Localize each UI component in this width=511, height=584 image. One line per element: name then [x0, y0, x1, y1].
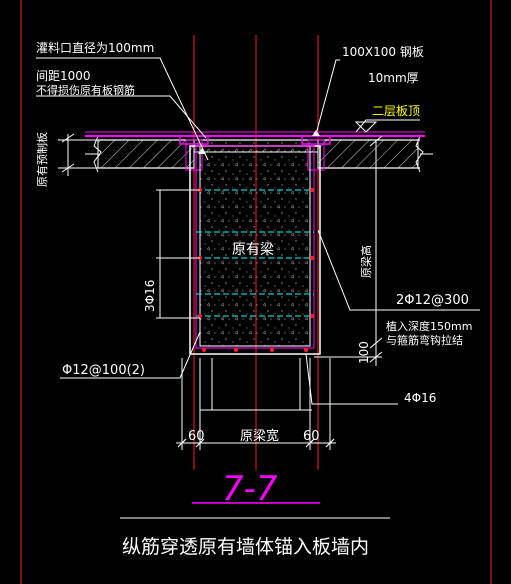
new-jacket-inner [195, 145, 315, 349]
leader-plate [315, 59, 340, 135]
dim-60-left-label: 60 [188, 429, 205, 444]
longitudinal-bars [198, 188, 314, 352]
steel-plate-label: 100X100 钢板 [342, 45, 424, 59]
dim-tick-3 [305, 438, 315, 448]
no-damage-label: 不得损伤原有板钢筋 [36, 83, 135, 97]
bar-right-1 [310, 188, 314, 192]
plate-thickness-label: 10mm厚 [368, 71, 419, 85]
beam-height-label: 原梁高 [359, 245, 373, 278]
original-beam-concrete [199, 145, 311, 347]
section-id-label: 7-7 [222, 469, 278, 509]
leader-bottom-bars [305, 353, 398, 405]
side-bars-label: 3Φ16 [143, 280, 157, 312]
leader-spacing [36, 95, 207, 139]
slab-break-right [415, 135, 424, 173]
side-bars-dimension [156, 189, 200, 319]
bar-bottom-2 [234, 348, 238, 352]
leader-grout-hole [36, 57, 209, 161]
stirrup-label: Φ12@100(2) [62, 363, 145, 378]
bar-right-3 [310, 314, 314, 318]
dim-tick-1 [177, 438, 187, 448]
bar-left-3 [198, 314, 202, 318]
floor-top-marker [354, 121, 378, 133]
floor-top-label: 二层板顶 [372, 104, 420, 118]
dim-tick-2 [195, 438, 205, 448]
leader-floor-top [355, 119, 420, 133]
slab-thickness-dimension [58, 133, 98, 176]
bar-bottom-1 [202, 348, 206, 352]
grout-hole-label: 灌料口直径为100mm [36, 41, 154, 55]
spacing-label: 间距1000 [36, 69, 91, 83]
beam-height-dimension [314, 135, 383, 366]
bottom-bars-label: 4Φ16 [404, 391, 436, 405]
dim-60-right-label: 60 [303, 429, 320, 444]
slab-rebar [85, 131, 425, 137]
orig-precast-label: 原有预制板 [35, 132, 49, 187]
bar-right-2 [310, 256, 314, 260]
stirrups [196, 189, 314, 317]
slab-break-left [93, 135, 102, 173]
leader-stirrup [60, 331, 201, 379]
beam-width-label: 原梁宽 [240, 428, 279, 444]
orig-beam-label: 原有梁 [232, 242, 274, 258]
leader-lines [36, 57, 480, 405]
slab-right-body [317, 139, 419, 169]
steel-plate-left [179, 135, 209, 145]
anchor-depth-label: 植入深度150mm [386, 319, 472, 333]
leader-top-bars [317, 229, 480, 311]
beam-dim-tick-top [369, 135, 383, 147]
anchor-note-label: 与箍筋弯钩拉结 [386, 333, 463, 347]
bar-bottom-3 [270, 348, 274, 352]
caption-label: 纵筋穿透原有墙体锚入板墙内 [122, 536, 369, 558]
beam-dim-tick-mid [369, 337, 383, 349]
slab-dim-tick-1 [61, 133, 75, 143]
dim-tick-4 [325, 438, 335, 448]
slab-left-body [97, 139, 195, 169]
bar-bottom-4 [304, 348, 308, 352]
bottom-dimension [176, 438, 336, 448]
height-100-label: 100 [357, 341, 371, 364]
top-bars-label: 2Φ12@300 [396, 293, 469, 308]
